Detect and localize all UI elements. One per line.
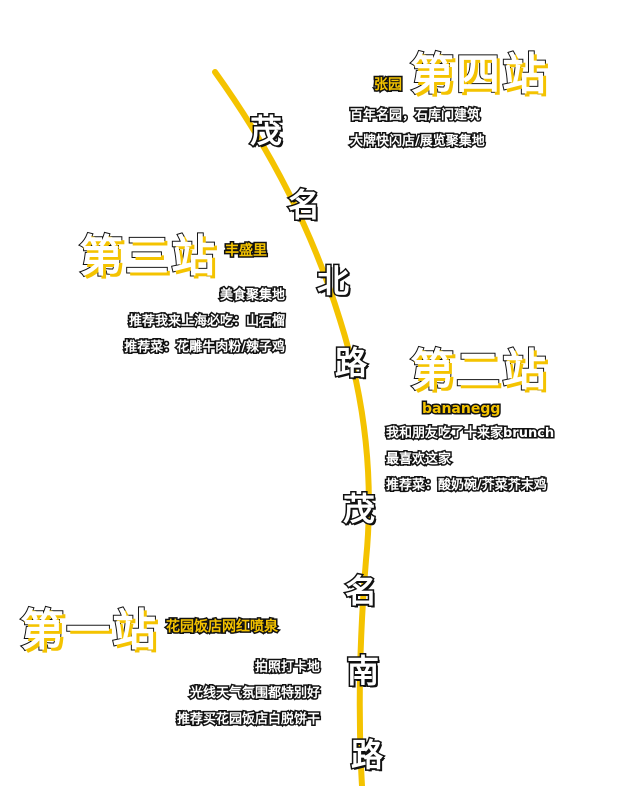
road-char-5: 茂 bbox=[341, 489, 376, 530]
stop-2-title: 第二站 bbox=[409, 345, 548, 397]
stop-1-note-3: 推荐买花园饭店白脱饼干 bbox=[175, 711, 321, 729]
stop-1: 第一站 花园饭店网红喷泉 拍照打卡地 光线天气氛围都特别好 推荐买花园饭店白脱饼… bbox=[19, 605, 322, 729]
stop-1-tag: 花园饭店网红喷泉 bbox=[165, 618, 280, 637]
stop-3-note-3: 推荐菜：花雕牛肉粉/辣子鸡 bbox=[123, 339, 287, 357]
stop-4-title: 第四站 bbox=[409, 49, 548, 101]
stop-3-note-2: 推荐我来上海必吃：山石榴 bbox=[127, 313, 286, 331]
stop-2: 第二站 bananegg 我和朋友吃了十来家brunch 最喜欢这家 推荐菜：酸… bbox=[384, 345, 636, 495]
stop-2-tag: bananegg bbox=[420, 400, 501, 419]
stop-2-note-1: 我和朋友吃了十来家brunch bbox=[384, 425, 555, 443]
stop-4-notes: 百年名园，石库门建筑 大牌快闪店/展览聚集地 bbox=[348, 107, 610, 151]
road-char-6: 名 bbox=[343, 571, 378, 612]
stop-4-note-2: 大牌快闪店/展览聚集地 bbox=[349, 133, 487, 151]
stop-3-notes: 美食聚集地 推荐我来上海必吃：山石榴 推荐菜：花雕牛肉粉/辣子鸡 bbox=[55, 287, 287, 357]
stop-4-note-1: 百年名园，石库门建筑 bbox=[348, 107, 481, 125]
stop-2-note-3: 推荐菜：酸奶碗/芥菜芥末鸡 bbox=[385, 477, 549, 495]
road-char-2: 名 bbox=[286, 185, 321, 226]
road-char-8: 路 bbox=[349, 735, 384, 776]
stop-3: 第三站 丰盛里 美食聚集地 推荐我来上海必吃：山石榴 推荐菜：花雕牛肉粉/辣子鸡 bbox=[55, 231, 287, 357]
stop-1-title: 第一站 bbox=[19, 605, 158, 657]
stop-1-note-1: 拍照打卡地 bbox=[253, 659, 321, 677]
road-char-7: 南 bbox=[345, 651, 380, 692]
stop-1-notes: 拍照打卡地 光线天气氛围都特别好 推荐买花园饭店白脱饼干 bbox=[20, 659, 321, 729]
stop-4-tag: 张园 bbox=[373, 76, 404, 95]
stop-2-notes: 我和朋友吃了十来家brunch 最喜欢这家 推荐菜：酸奶碗/芥菜芥末鸡 bbox=[384, 425, 636, 495]
road-char-1: 茂 bbox=[248, 111, 283, 152]
stop-2-note-2: 最喜欢这家 bbox=[384, 451, 452, 469]
stop-3-note-1: 美食聚集地 bbox=[218, 287, 286, 305]
road-char-4: 路 bbox=[333, 343, 368, 384]
stop-1-note-2: 光线天气氛围都特别好 bbox=[188, 685, 321, 703]
stop-3-title: 第三站 bbox=[78, 231, 217, 283]
route-path bbox=[212, 69, 372, 786]
road-char-3: 北 bbox=[315, 261, 350, 302]
stop-3-tag: 丰盛里 bbox=[224, 242, 269, 261]
stop-4: 张园 第四站 百年名园，石库门建筑 大牌快闪店/展览聚集地 bbox=[348, 49, 610, 151]
